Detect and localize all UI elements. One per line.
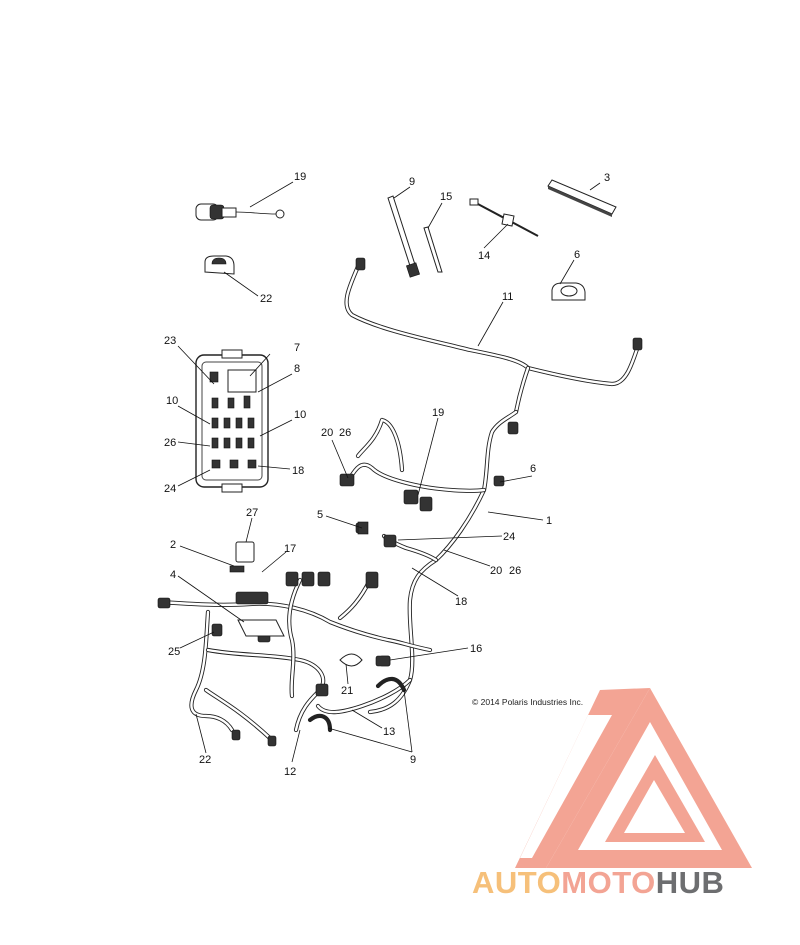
fuse-box bbox=[195, 349, 269, 493]
callout-c17: 26 bbox=[339, 427, 351, 439]
part-tie-14 bbox=[469, 198, 539, 237]
callout-c9: 23 bbox=[164, 335, 176, 347]
callout-c20: 24 bbox=[164, 483, 176, 495]
callout-c14: 19 bbox=[432, 407, 444, 419]
callout-c21: 27 bbox=[246, 507, 258, 519]
callout-c23: 1 bbox=[546, 515, 552, 527]
callout-c19: 6 bbox=[530, 463, 536, 475]
callout-c12: 10 bbox=[166, 395, 178, 407]
part-connector-19 bbox=[195, 203, 285, 221]
callout-c7: 6 bbox=[574, 249, 580, 261]
callout-c28: 20 bbox=[490, 565, 502, 577]
callout-c13: 10 bbox=[294, 409, 306, 421]
callout-c30: 18 bbox=[455, 596, 467, 608]
part-clip-22-top bbox=[204, 255, 235, 275]
watermark-logo: AUTOMOTOHUB bbox=[472, 688, 752, 900]
callout-c15: 26 bbox=[164, 437, 176, 449]
callout-c35: 22 bbox=[199, 754, 211, 766]
callout-c22: 5 bbox=[317, 509, 323, 521]
callout-c1: 19 bbox=[294, 171, 306, 183]
callout-c8: 11 bbox=[502, 291, 513, 303]
callout-c31: 16 bbox=[470, 643, 482, 655]
callout-labels: 19 9 15 3 14 22 6 11 23 7 8 10 10 19 26 … bbox=[164, 171, 610, 778]
harness-lower bbox=[157, 521, 433, 747]
callout-c25: 17 bbox=[284, 543, 296, 555]
callout-c3: 15 bbox=[440, 191, 452, 203]
harness-11 bbox=[344, 257, 643, 415]
callout-c6: 22 bbox=[260, 293, 272, 305]
callout-c27: 4 bbox=[170, 569, 176, 581]
harness-1 bbox=[315, 409, 519, 715]
callout-c24: 2 bbox=[170, 539, 176, 551]
callout-c32: 25 bbox=[168, 646, 180, 658]
callout-c37: 9 bbox=[410, 754, 416, 766]
callout-c29: 26 bbox=[509, 565, 521, 577]
callout-c2: 9 bbox=[409, 176, 415, 188]
part-tape-3 bbox=[547, 179, 617, 217]
callout-c5: 14 bbox=[478, 250, 490, 262]
callout-c33: 21 bbox=[341, 685, 353, 697]
callout-c26: 24 bbox=[503, 531, 515, 543]
copyright-text: © 2014 Polaris Industries Inc. bbox=[472, 697, 583, 707]
callout-c11: 8 bbox=[294, 363, 300, 375]
leader-lines bbox=[177, 181, 601, 763]
part-strap-9 bbox=[387, 195, 420, 278]
part-clamp-6 bbox=[551, 282, 586, 301]
callout-c4: 3 bbox=[604, 172, 610, 184]
watermark-text: AUTOMOTOHUB bbox=[472, 865, 724, 900]
callout-c36: 12 bbox=[284, 766, 296, 778]
callout-c16: 20 bbox=[321, 427, 333, 439]
part-strap-15 bbox=[423, 226, 443, 273]
callout-c18: 18 bbox=[292, 465, 304, 477]
callout-c34: 13 bbox=[383, 726, 395, 738]
callout-c10: 7 bbox=[294, 342, 300, 354]
